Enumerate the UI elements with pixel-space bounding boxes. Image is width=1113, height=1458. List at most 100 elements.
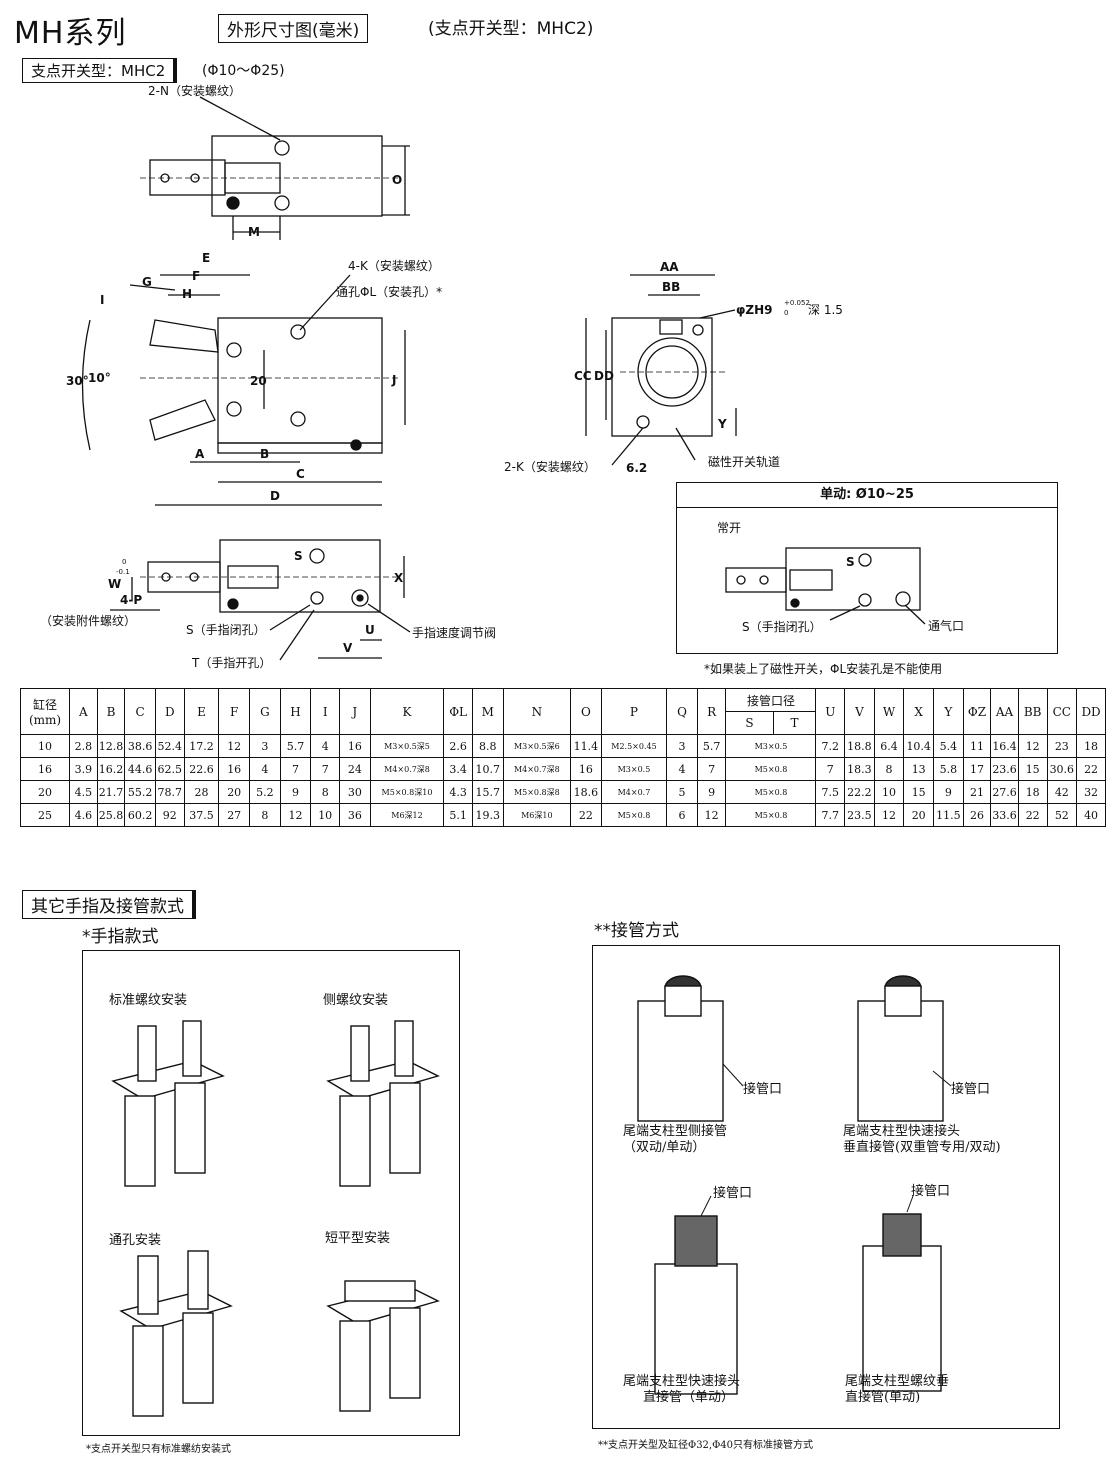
table-cell: 6 [666, 803, 698, 827]
table-cell: 8.8 [471, 734, 504, 758]
table-cell: 25.8 [96, 803, 126, 827]
table-cell: 18.8 [844, 734, 875, 758]
table-cell: M3×0.5深5 [369, 734, 445, 758]
table-cell: 55.2 [124, 780, 156, 804]
table-cell: 12 [696, 803, 727, 827]
table-cell: M4×0.7 [600, 780, 668, 804]
dim-4p: 4-P [120, 593, 142, 607]
table-cell: 7.2 [815, 734, 846, 758]
table-cell: M4×0.7深8 [369, 757, 445, 781]
table-cell: 60.2 [124, 803, 156, 827]
port-t-header: T [772, 711, 817, 735]
dim-w-tol2: -0.1 [116, 568, 130, 576]
col-header: Y [933, 688, 964, 735]
table-cell: 9 [696, 780, 727, 804]
pipe-style-3-l2: 直接管（单动） [643, 1390, 735, 1405]
col-header: ΦZ [962, 688, 992, 735]
table-cell: 7.5 [815, 780, 846, 804]
finger-style-standard: 标准螺纹安装 [109, 993, 188, 1008]
table-cell: 52.4 [154, 734, 185, 758]
col-header: B [96, 688, 126, 735]
table-cell: 4.3 [443, 780, 473, 804]
table-cell: 25 [19, 803, 71, 827]
table-cell: 33.6 [990, 803, 1019, 827]
table-cell: 3 [249, 734, 281, 758]
table-cell: 18.3 [844, 757, 875, 781]
table-cell: 15.7 [471, 780, 504, 804]
table-cell: 37.5 [183, 803, 220, 827]
dim-v: V [343, 641, 353, 655]
table-cell: 22 [570, 803, 602, 827]
table-cell: M2.5×0.45 [600, 734, 668, 758]
table-cell: M5×0.8 [725, 757, 817, 781]
pipe-style-4-l2: 直接管(单动) [845, 1390, 921, 1405]
col-header: C [124, 688, 156, 735]
rail-label: 磁性开关轨道 [708, 454, 780, 469]
table-cell: 23 [1046, 734, 1078, 758]
finger-style-side: 侧螺纹安装 [323, 993, 389, 1008]
pipe-styles-title: **接管方式 [594, 921, 679, 941]
table-cell: 7 [310, 757, 340, 781]
table-cell: 22 [1017, 803, 1048, 827]
dim-aa: AA [660, 260, 679, 274]
finger-style-short: 短平型安装 [325, 1231, 391, 1246]
table-cell: 44.6 [124, 757, 156, 781]
table-cell: 12 [218, 734, 251, 758]
table-cell: 30 [339, 780, 371, 804]
zh-depth: 深 1.5 [808, 303, 843, 317]
drawing-title: 外形尺寸图(毫米) [218, 14, 369, 43]
table-cell: 4 [249, 757, 281, 781]
col-header: U [815, 688, 846, 735]
table-cell: 4.5 [69, 780, 98, 804]
pipe-style-4-l1: 尾端支柱型螺纹垂 [845, 1374, 950, 1389]
table-cell: 13 [903, 757, 935, 781]
table-cell: 4 [310, 734, 340, 758]
top-view-body [211, 135, 383, 217]
panel-dim-s: S [846, 555, 855, 569]
col-header: D [154, 688, 185, 735]
table-cell: 16 [19, 757, 71, 781]
dim-s: S [294, 549, 303, 563]
dim-c: C [296, 467, 305, 481]
top-n-label: 2-N（安装螺纹） [148, 83, 241, 98]
dim-dd: DD [594, 369, 614, 383]
table-cell: 22.2 [844, 780, 875, 804]
t-finger-open: T（手指开孔） [191, 655, 271, 670]
table-cell: 5 [666, 780, 698, 804]
col-header: V [844, 688, 875, 735]
table-cell: 5.1 [443, 803, 473, 827]
table-cell: 16.4 [990, 734, 1019, 758]
table-cell: 38.6 [124, 734, 156, 758]
table-cell: 5.7 [696, 734, 727, 758]
table-cell: 10 [310, 803, 340, 827]
table-cell: M6深10 [502, 803, 572, 827]
table-cell: 8 [249, 803, 281, 827]
table-cell: 16 [570, 757, 602, 781]
table-cell: 12 [1017, 734, 1048, 758]
table-cell: 5.8 [933, 757, 964, 781]
panel-title: 单动: Ø10~25 [677, 483, 1057, 508]
pipe-style-2-l2: 垂直接管(双重管专用/双动) [843, 1140, 1001, 1155]
table-cell: 15 [903, 780, 935, 804]
table-cell: 21 [962, 780, 992, 804]
finger-footnote: *支点开关型只有标准螺纺安装式 [86, 1444, 231, 1455]
table-cell: M3×0.5深6 [502, 734, 572, 758]
table-cell: 24 [339, 757, 371, 781]
table-cell: 16 [218, 757, 251, 781]
panel-s-label: S（手指闭孔） [742, 619, 822, 634]
table-cell: 21.7 [96, 780, 126, 804]
col-header: I [310, 688, 340, 735]
dim-y: Y [717, 417, 727, 431]
finger-styles-title: *手指款式 [82, 927, 159, 947]
pipe-style-1-l1: 尾端支柱型侧接管 [623, 1124, 728, 1139]
table-cell: 22 [1076, 757, 1106, 781]
table-cell: 17 [962, 757, 992, 781]
pipe-style-2-l1: 尾端支柱型快速接头 [843, 1124, 961, 1139]
table-cell: 8 [310, 780, 340, 804]
col-header: W [873, 688, 905, 735]
table-cell: 28 [183, 780, 220, 804]
dim-b: B [260, 447, 269, 461]
table-cell: 22.6 [183, 757, 220, 781]
dimension-drawings: 2-N（安装螺纹） M O 4-K（安装螺纹） 通孔ΦL（安装孔）* E F G… [40, 83, 964, 670]
